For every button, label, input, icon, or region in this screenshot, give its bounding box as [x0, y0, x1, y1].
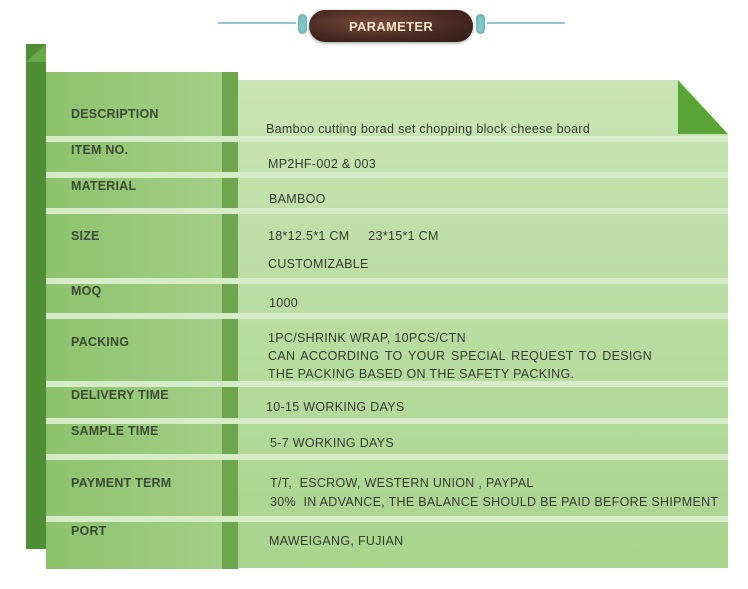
- ribbon-left-fold: [26, 44, 46, 62]
- row-divider: [46, 278, 728, 284]
- header-line-left: [218, 22, 296, 24]
- row-divider: [46, 516, 728, 522]
- value-item-no: MP2HF-002 & 003: [268, 157, 377, 171]
- header-dot-right: [476, 14, 485, 34]
- header-dot-left: [298, 14, 307, 34]
- label-item-no: ITEM NO.: [71, 143, 129, 157]
- row-divider: [46, 454, 728, 460]
- value-size: 18*12.5*1 CM 23*15*1 CM: [268, 229, 439, 243]
- row-divider: [46, 136, 728, 142]
- folded-corner-icon: [678, 80, 728, 134]
- value-payment-term: T/T, ESCROW, WESTERN UNION , PAYPAL: [270, 476, 534, 490]
- value-moq: 1000: [269, 296, 299, 310]
- row-divider: [46, 208, 728, 214]
- header-badge: PARAMETER: [309, 10, 473, 42]
- ribbon-left-back: [26, 44, 46, 549]
- value-packing-note: CAN ACCORDING TO YOUR SPECIAL REQUEST TO…: [268, 349, 652, 381]
- label-sample-time: SAMPLE TIME: [71, 424, 159, 438]
- label-packing: PACKING: [71, 335, 130, 349]
- value-port: MAWEIGANG, FUJIAN: [269, 534, 404, 548]
- header-title: PARAMETER: [348, 18, 434, 34]
- header-line-right: [487, 22, 565, 24]
- value-delivery-time: 10-15 WORKING DAYS: [266, 400, 405, 414]
- row-divider: [46, 418, 728, 424]
- row-divider: [46, 313, 728, 319]
- ribbon-label-panel: [46, 72, 222, 569]
- label-moq: MOQ: [71, 284, 102, 298]
- label-size: SIZE: [71, 229, 100, 243]
- value-sample-time: 5-7 WORKING DAYS: [270, 436, 395, 450]
- label-delivery-time: DELIVERY TIME: [71, 388, 169, 402]
- label-payment-term: PAYMENT TERM: [71, 476, 172, 490]
- ribbon-value-panel: [238, 80, 728, 568]
- label-description: DESCRIPTION: [71, 107, 159, 121]
- label-material: MATERIAL: [71, 179, 137, 193]
- value-size-note: CUSTOMIZABLE: [268, 257, 369, 271]
- value-payment-advance: 30% IN ADVANCE, THE BALANCE SHOULD BE PA…: [270, 495, 719, 509]
- value-description: Bamboo cutting borad set chopping block …: [266, 122, 591, 136]
- row-divider: [46, 172, 728, 178]
- value-material: BAMBOO: [269, 192, 326, 206]
- row-divider: [46, 381, 728, 387]
- ribbon-fold-panel: [222, 72, 238, 569]
- value-packing: 1PC/SHRINK WRAP, 10PCS/CTN: [268, 331, 466, 345]
- label-port: PORT: [71, 524, 107, 538]
